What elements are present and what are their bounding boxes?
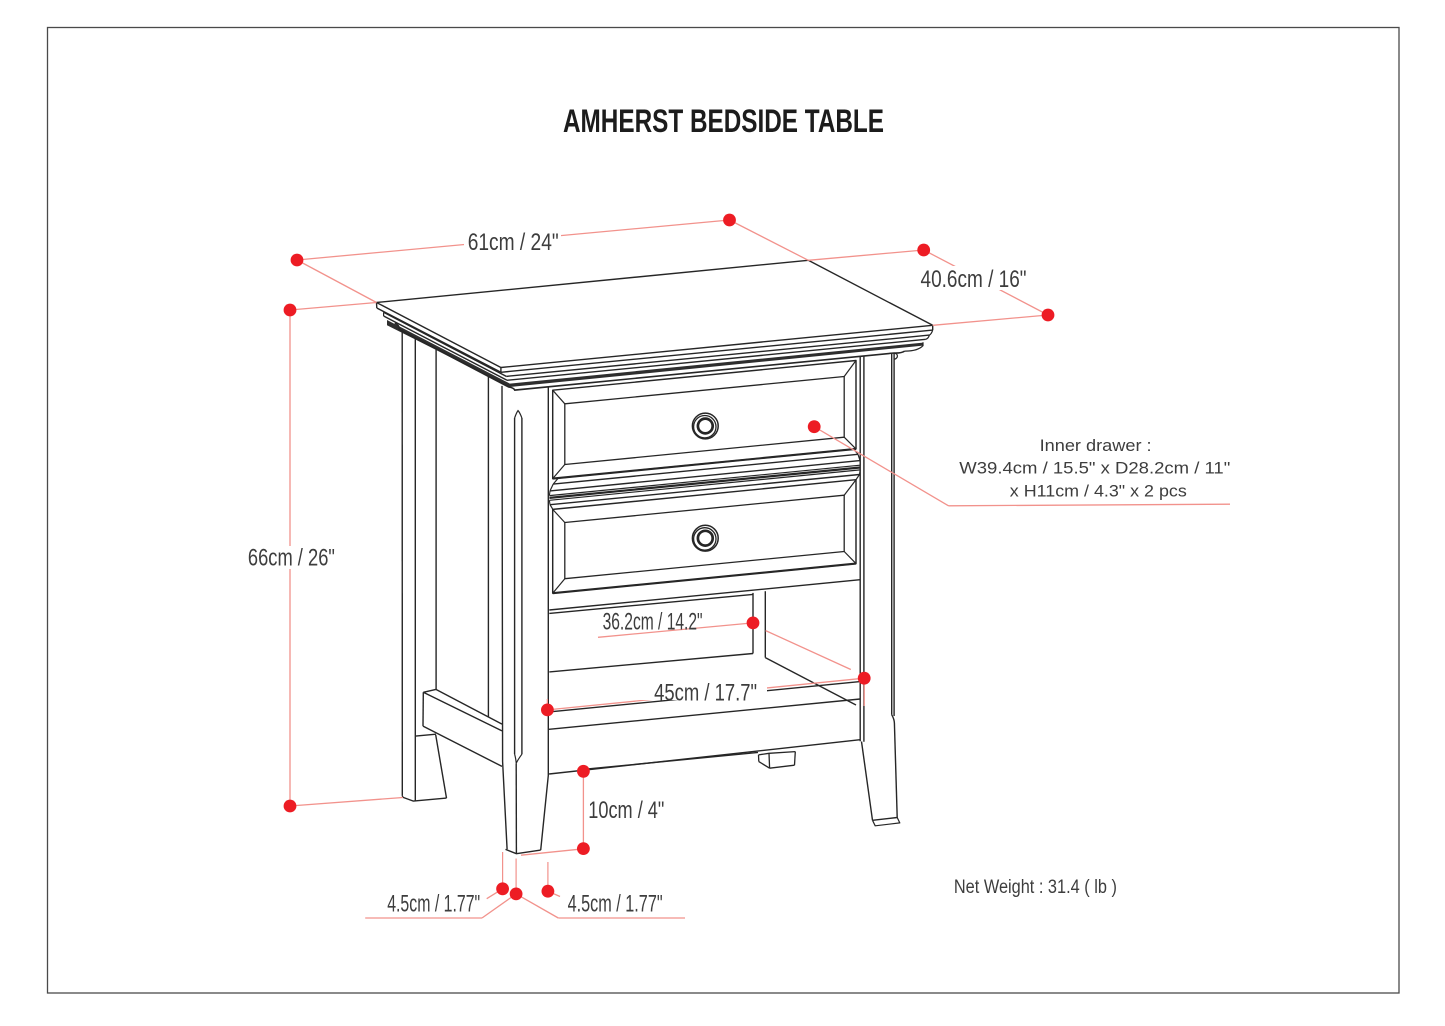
svg-text:4.5cm / 1.77": 4.5cm / 1.77" xyxy=(387,891,480,918)
svg-text:Net Weight : 31.4 ( lb ): Net Weight : 31.4 ( lb ) xyxy=(954,876,1117,898)
svg-text:36.2cm / 14.2": 36.2cm / 14.2" xyxy=(603,609,703,636)
svg-text:66cm / 26": 66cm / 26" xyxy=(248,544,335,571)
svg-text:4.5cm / 1.77": 4.5cm / 1.77" xyxy=(568,891,663,918)
svg-text:AMHERST BEDSIDE TABLE: AMHERST BEDSIDE TABLE xyxy=(563,103,884,139)
svg-text:40.6cm / 16": 40.6cm / 16" xyxy=(921,266,1027,293)
svg-text:x H11cm / 4.3" x 2 pcs: x H11cm / 4.3" x 2 pcs xyxy=(1010,481,1187,500)
svg-text:10cm / 4": 10cm / 4" xyxy=(588,797,664,824)
svg-text:Inner drawer :: Inner drawer : xyxy=(1040,436,1152,455)
svg-text:45cm / 17.7": 45cm / 17.7" xyxy=(654,679,757,706)
svg-text:W39.4cm / 15.5" x D28.2cm / 11: W39.4cm / 15.5" x D28.2cm / 11" xyxy=(959,458,1230,477)
svg-text:61cm / 24": 61cm / 24" xyxy=(468,229,559,256)
